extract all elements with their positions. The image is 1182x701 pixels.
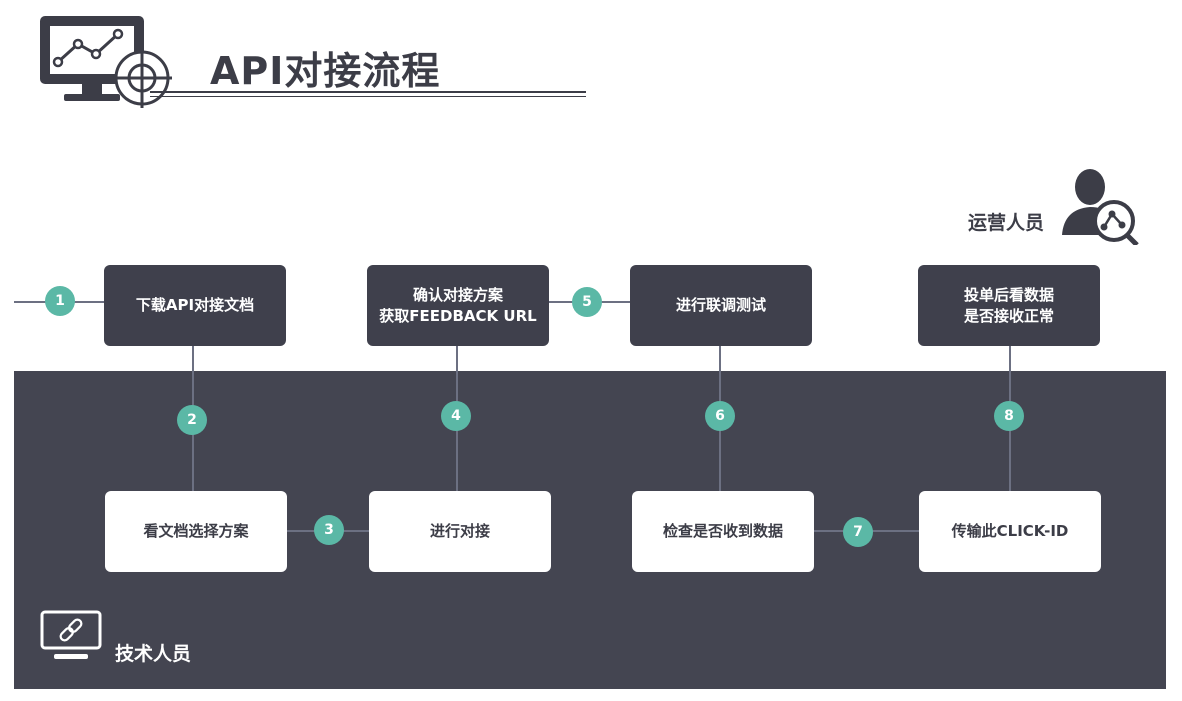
process-box-confirm-plan: 确认对接方案 获取FEEDBACK URL	[367, 265, 549, 346]
title-underline	[150, 96, 586, 97]
step-badge-2: 2	[177, 405, 207, 435]
process-box-check-data: 检查是否收到数据	[632, 491, 814, 572]
step-badge-3: 3	[314, 515, 344, 545]
role-label-technical: 技术人员	[115, 643, 192, 665]
process-box-send-click-id: 传输此CLICK-ID	[919, 491, 1101, 572]
process-box-choose-plan: 看文档选择方案	[105, 491, 287, 572]
process-box-joint-test: 进行联调测试	[630, 265, 812, 346]
monitor-chart-target-icon	[40, 16, 172, 108]
step-badge-7: 7	[843, 517, 873, 547]
step-badge-4: 4	[441, 401, 471, 431]
process-box-download-docs: 下载API对接文档	[104, 265, 286, 346]
step-badge-6: 6	[705, 401, 735, 431]
step-badge-5: 5	[572, 287, 602, 317]
monitor-link-icon	[40, 610, 102, 659]
role-label-operations: 运营人员	[968, 212, 1045, 234]
title-underline	[150, 91, 586, 93]
person-analytics-icon	[1062, 169, 1139, 245]
step-badge-1: 1	[45, 286, 75, 316]
process-box-integrate: 进行对接	[369, 491, 551, 572]
page-title: API对接流程	[210, 49, 441, 93]
process-box-check-after-launch: 投单后看数据 是否接收正常	[918, 265, 1100, 346]
step-badge-8: 8	[994, 401, 1024, 431]
